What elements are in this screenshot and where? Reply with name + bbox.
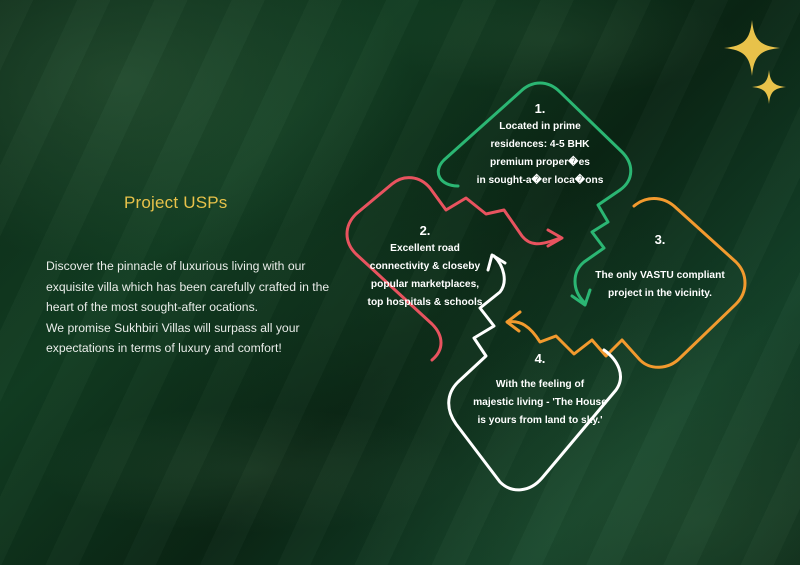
usp-1-line: in sought-a�er loca�ons [476, 175, 604, 186]
usp-2-line: top hospitals & schools [367, 297, 483, 308]
intro-paragraph-2: We promise Sukhbiri Villas will surpass … [46, 320, 300, 356]
intro-paragraph-1: Discover the pinnacle of luxurious livin… [46, 259, 330, 314]
usp-3-line: The only VASTU compliant [595, 270, 725, 281]
usp-2-arrowhead [546, 228, 564, 248]
usp-4-arrowhead [486, 253, 507, 272]
usp-3-line: project in the vicinity. [608, 288, 712, 299]
usp-3-number: 3. [654, 232, 666, 247]
usp-4-number: 4. [534, 351, 546, 366]
usp-1-line: premium proper�es [490, 157, 590, 168]
usp-2: 2. Excellent road connectivity & closeby… [340, 222, 510, 312]
sparkle-star-icon [752, 70, 786, 104]
usp-2-outline [345, 176, 562, 362]
usp-1: 1. Located in prime residences: 4-5 BHK … [460, 100, 620, 190]
usp-2-number: 2. [419, 223, 431, 238]
usp-4-line: With the feeling of [495, 379, 585, 390]
usp-1-line: Located in prime [499, 121, 581, 132]
usp-1-outline [436, 81, 633, 304]
usp-3-arrowhead [505, 310, 522, 333]
usp-4: 4. With the feeling of majestic living -… [455, 350, 625, 430]
usp-1-line: residences: 4-5 BHK [490, 139, 590, 150]
usp-4-line: is yours from land to sky.' [477, 415, 603, 426]
intro-text: Discover the pinnacle of luxurious livin… [46, 256, 336, 359]
usp-4-outline [447, 254, 622, 492]
usp-2-line: Excellent road [390, 243, 460, 254]
usp-1-arrowhead [570, 288, 592, 307]
usp-3: 3. The only VASTU compliant project in t… [580, 231, 740, 303]
usp-4-line: majestic living - 'The House [473, 397, 607, 408]
usp-3-outline [506, 197, 747, 369]
sparkle-star-icon [724, 20, 780, 76]
usp-2-line: connectivity & closeby [369, 261, 481, 272]
section-title: Project USPs [124, 193, 228, 212]
usp-1-number: 1. [534, 101, 546, 116]
usp-2-line: popular marketplaces, [370, 279, 480, 290]
